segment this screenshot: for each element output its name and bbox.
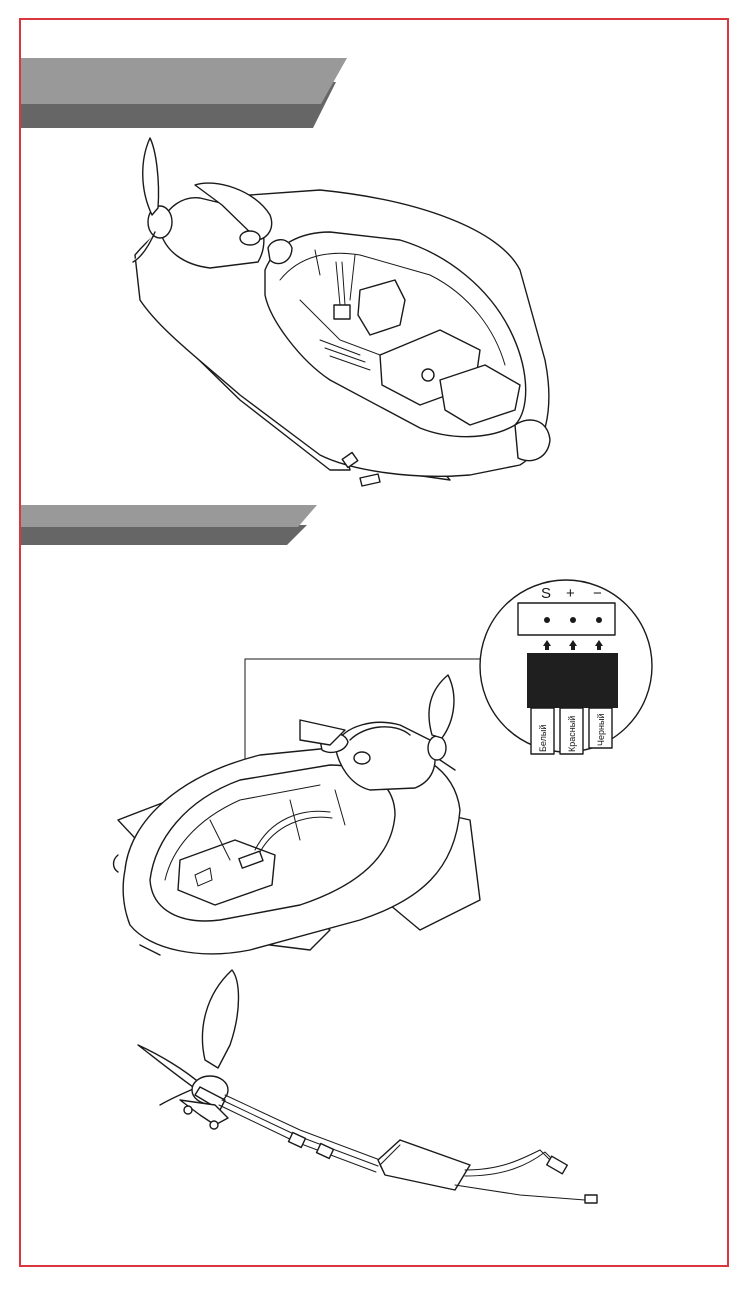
pin-s-dot [544,617,550,623]
wire-label-white: Белый [538,725,548,752]
aircraft-receiver-illustration [112,674,481,956]
pin-s-label: S [541,585,551,602]
wire-label-red: Красный [567,716,577,752]
pin-minus-dot [596,617,602,623]
motor-esc-illustration [137,969,598,1204]
pin-minus-label: − [593,585,602,602]
page-border [19,18,729,1267]
section-banner-2 [21,505,317,545]
pin-plus-dot [570,617,576,623]
aircraft-fuselage-illustration [132,137,551,487]
insert-arrows [543,640,603,650]
pin-plus-label: + [566,585,575,602]
wire-label-black: Черный [596,714,606,746]
servo-plug [527,653,618,708]
section-banner-1 [21,58,347,128]
